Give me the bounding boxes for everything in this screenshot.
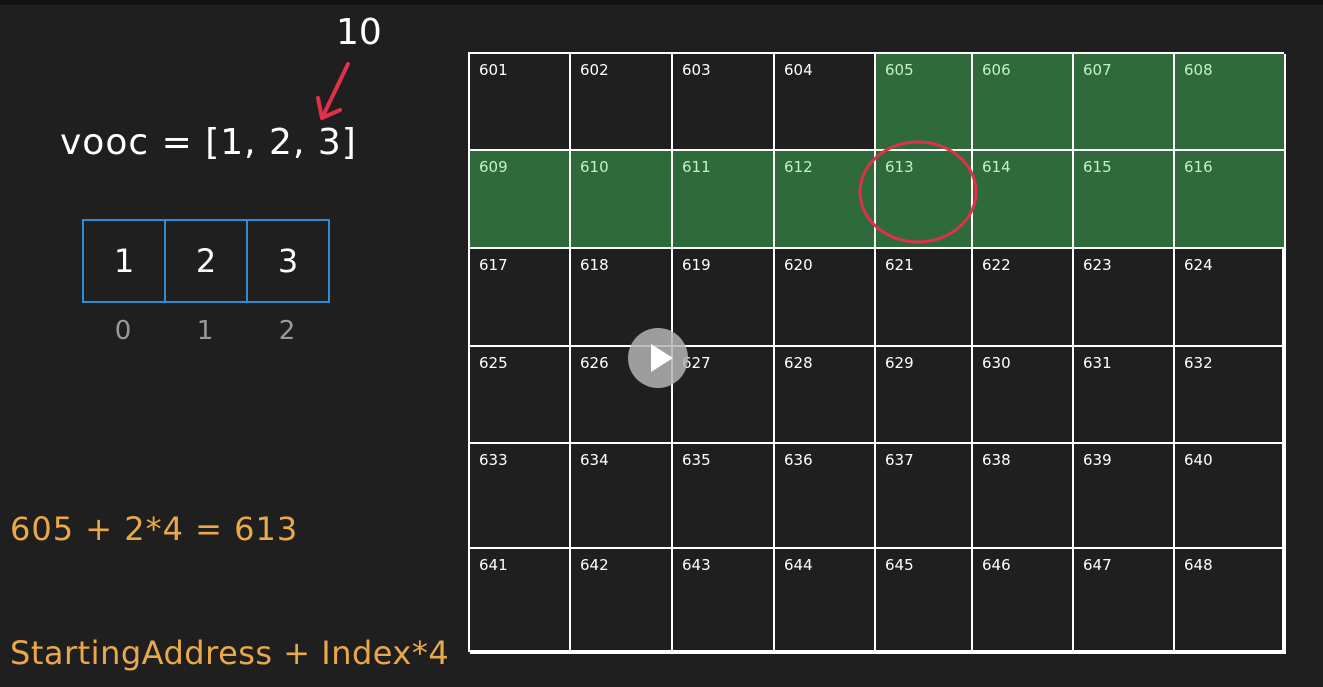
array-indices: 0 1 2 [82, 316, 328, 346]
memory-cell: 610 [571, 151, 673, 249]
memory-cell: 611 [673, 151, 775, 249]
memory-cell: 612 [775, 151, 876, 249]
memory-cell: 641 [470, 549, 571, 654]
memory-cell: 614 [973, 151, 1074, 249]
memory-cell: 627 [673, 347, 775, 444]
memory-cell: 626 [571, 347, 673, 444]
memory-cell: 604 [775, 54, 876, 151]
memory-cell: 634 [571, 444, 673, 549]
memory-cell: 648 [1175, 549, 1286, 654]
memory-cell: 632 [1175, 347, 1286, 444]
memory-cell: 647 [1074, 549, 1175, 654]
top-bar [0, 0, 1323, 5]
memory-cell: 603 [673, 54, 775, 151]
memory-cell: 615 [1074, 151, 1175, 249]
array-boxes: 1 2 3 [82, 219, 330, 303]
memory-cell: 619 [673, 249, 775, 347]
array-box-2: 3 [246, 219, 330, 303]
memory-cell: 645 [876, 549, 973, 654]
memory-cell: 629 [876, 347, 973, 444]
memory-cell: 601 [470, 54, 571, 151]
memory-cell: 607 [1074, 54, 1175, 151]
memory-cell: 620 [775, 249, 876, 347]
memory-cell: 625 [470, 347, 571, 444]
memory-cell: 644 [775, 549, 876, 654]
memory-cell: 621 [876, 249, 973, 347]
memory-cell: 613 [876, 151, 973, 249]
memory-cell: 628 [775, 347, 876, 444]
memory-cell: 606 [973, 54, 1074, 151]
memory-cell: 623 [1074, 249, 1175, 347]
memory-cell: 642 [571, 549, 673, 654]
memory-cell: 637 [876, 444, 973, 549]
array-declaration: vooc = [1, 2, 3] [60, 122, 357, 163]
index-label-2: 2 [278, 316, 296, 346]
index-label-0: 0 [114, 316, 132, 346]
memory-cell: 630 [973, 347, 1074, 444]
memory-cell: 624 [1175, 249, 1286, 347]
memory-cell: 608 [1175, 54, 1286, 151]
memory-cell: 631 [1074, 347, 1175, 444]
memory-cell: 617 [470, 249, 571, 347]
new-value-annotation: 10 [336, 12, 382, 53]
memory-cell: 635 [673, 444, 775, 549]
general-formula: StartingAddress + Index*4 [10, 634, 450, 672]
example-formula: 605 + 2*4 = 613 [10, 510, 299, 548]
memory-cell: 633 [470, 444, 571, 549]
memory-cell: 640 [1175, 444, 1286, 549]
index-label-1: 1 [196, 316, 214, 346]
play-icon [651, 344, 673, 372]
array-box-0: 1 [82, 219, 166, 303]
play-button[interactable] [628, 328, 688, 388]
memory-cell: 646 [973, 549, 1074, 654]
memory-cell: 616 [1175, 151, 1286, 249]
red-arrow-head [316, 96, 342, 120]
memory-cell: 639 [1074, 444, 1175, 549]
memory-cell: 643 [673, 549, 775, 654]
memory-cell: 638 [973, 444, 1074, 549]
memory-cell: 605 [876, 54, 973, 151]
array-box-1: 2 [164, 219, 248, 303]
memory-cell: 609 [470, 151, 571, 249]
memory-cell: 636 [775, 444, 876, 549]
memory-cell: 618 [571, 249, 673, 347]
memory-cell: 602 [571, 54, 673, 151]
memory-cell: 622 [973, 249, 1074, 347]
red-arrow [320, 62, 350, 120]
